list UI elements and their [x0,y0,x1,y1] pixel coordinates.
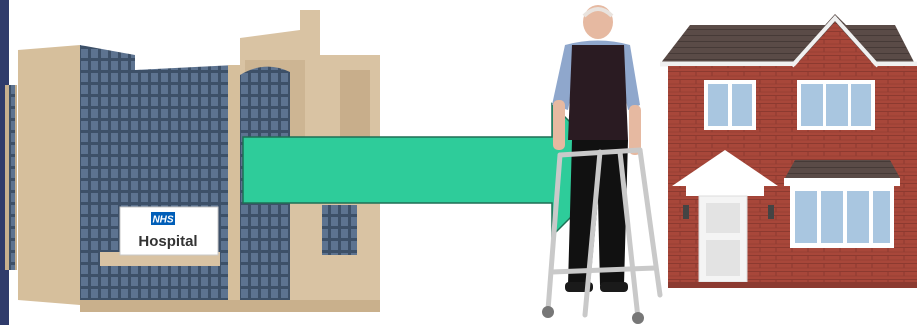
nhs-logo-text: NHS [152,215,173,226]
elderly-man-with-walker-icon [542,5,660,324]
house-icon [660,14,917,288]
hospital-sign-text: Hospital [138,233,197,250]
